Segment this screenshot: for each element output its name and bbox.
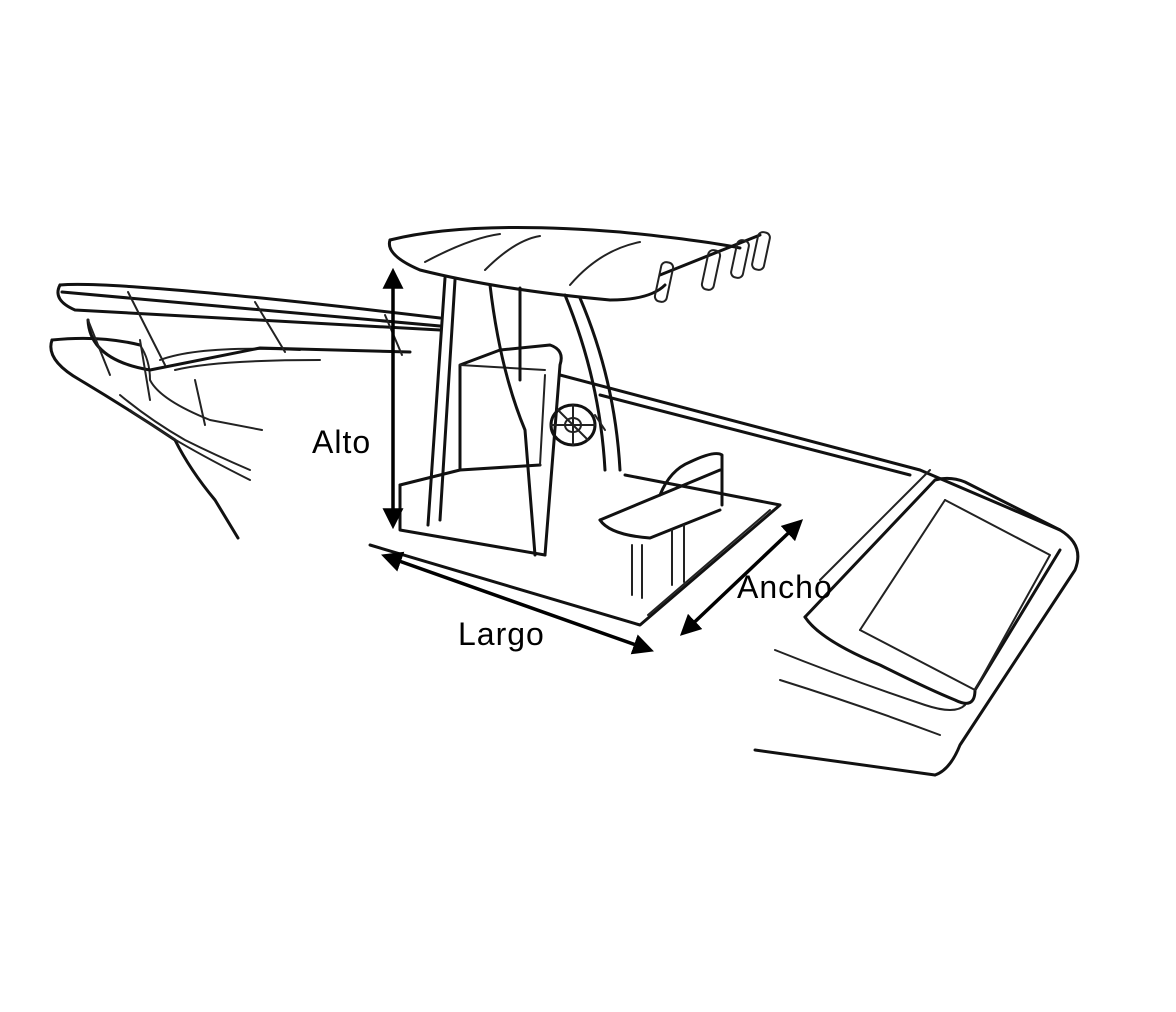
length-label: Largo xyxy=(458,616,545,652)
steering-wheel-icon xyxy=(549,403,606,447)
width-label: Ancho xyxy=(737,569,833,605)
height-label: Alto xyxy=(312,424,371,460)
length-arrow xyxy=(381,551,654,655)
boat-hull-starboard xyxy=(558,373,1080,777)
leaning-post-seat xyxy=(598,452,724,599)
center-console xyxy=(398,343,563,557)
rod-holders-icon xyxy=(653,231,771,303)
stern-seat xyxy=(803,476,1062,705)
boat-hull-bow xyxy=(49,282,442,540)
width-arrow xyxy=(679,519,804,636)
deck-platform xyxy=(368,473,782,627)
t-top xyxy=(387,226,762,557)
